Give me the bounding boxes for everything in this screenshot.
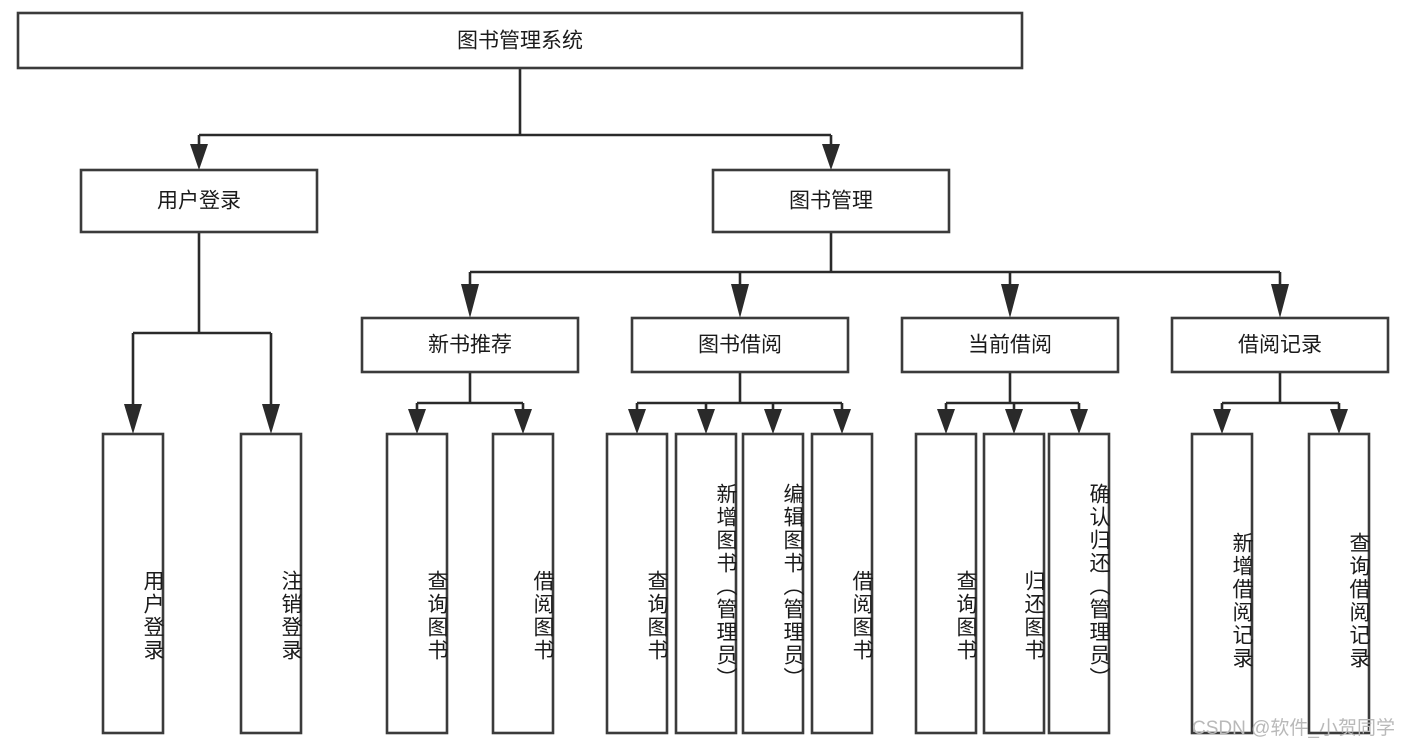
arrow-head-user-login <box>190 144 208 170</box>
connector-group-borrow-record <box>1213 372 1348 434</box>
node-box-leaf-query-book-1[interactable] <box>385 432 449 735</box>
arrow-head-leaf-query-book-3 <box>937 409 955 434</box>
node-box-leaf-add-book[interactable] <box>674 432 738 735</box>
node-box-user-login[interactable] <box>79 168 319 234</box>
node-box-book-borrow[interactable] <box>630 316 850 374</box>
watermark-text: CSDN @软件_小贺同学 <box>1192 718 1395 739</box>
node-box-leaf-query-record[interactable] <box>1307 432 1371 735</box>
node-label-book-borrow: 图书借阅 <box>698 334 782 357</box>
connector-group-user-login <box>124 232 280 434</box>
node-box-leaf-query-book-2[interactable] <box>605 432 669 735</box>
arrow-head-leaf-query-book-1 <box>408 409 426 434</box>
connector-group-book-management <box>461 232 1289 318</box>
arrow-head-leaf-add-book <box>697 409 715 434</box>
connector-group-book-borrow <box>628 372 851 434</box>
arrow-head-leaf-return-book <box>1005 409 1023 434</box>
node-box-leaf-borrow-book-2[interactable] <box>810 432 874 735</box>
arrow-head-new-book-recommend <box>461 284 479 318</box>
node-box-new-book-recommend[interactable] <box>360 316 580 374</box>
connector-group-new-book-recommend <box>408 372 532 434</box>
arrow-head-leaf-edit-book <box>764 409 782 434</box>
arrow-head-leaf-query-record <box>1330 409 1348 434</box>
node-label-user-login: 用户登录 <box>157 190 241 213</box>
arrow-head-current-borrow <box>1001 284 1019 318</box>
node-label-root: 图书管理系统 <box>457 30 583 53</box>
arrow-head-leaf-confirm-return <box>1070 409 1088 434</box>
node-label-borrow-record: 借阅记录 <box>1238 334 1322 357</box>
node-box-book-management[interactable] <box>711 168 951 234</box>
node-box-leaf-query-book-3[interactable] <box>914 432 978 735</box>
node-box-borrow-record[interactable] <box>1170 316 1390 374</box>
node-box-current-borrow[interactable] <box>900 316 1120 374</box>
arrow-head-book-borrow <box>731 284 749 318</box>
arrow-head-leaf-add-record <box>1213 409 1231 434</box>
node-label-new-book-recommend: 新书推荐 <box>428 334 512 357</box>
arrow-head-borrow-record <box>1271 284 1289 318</box>
node-box-root[interactable] <box>16 11 1024 70</box>
arrow-head-leaf-borrow-book-2 <box>833 409 851 434</box>
arrow-head-leaf-borrow-book-1 <box>514 409 532 434</box>
arrow-head-book-management <box>822 144 840 170</box>
connector-group-root <box>190 68 840 170</box>
arrow-head-leaf-user-logout <box>262 404 280 434</box>
connector-group-current-borrow <box>937 372 1088 434</box>
node-box-leaf-user-login[interactable] <box>101 432 165 735</box>
node-box-leaf-edit-book[interactable] <box>741 432 805 735</box>
arrow-head-leaf-query-book-2 <box>628 409 646 434</box>
node-box-leaf-borrow-book-1[interactable] <box>491 432 555 735</box>
node-label-book-management: 图书管理 <box>789 190 873 213</box>
node-box-leaf-user-logout[interactable] <box>239 432 303 735</box>
node-box-leaf-return-book[interactable] <box>982 432 1046 735</box>
arrow-head-leaf-user-login <box>124 404 142 434</box>
node-label-current-borrow: 当前借阅 <box>968 334 1052 357</box>
node-box-leaf-add-record[interactable] <box>1190 432 1254 735</box>
node-box-leaf-confirm-return[interactable] <box>1047 432 1111 735</box>
